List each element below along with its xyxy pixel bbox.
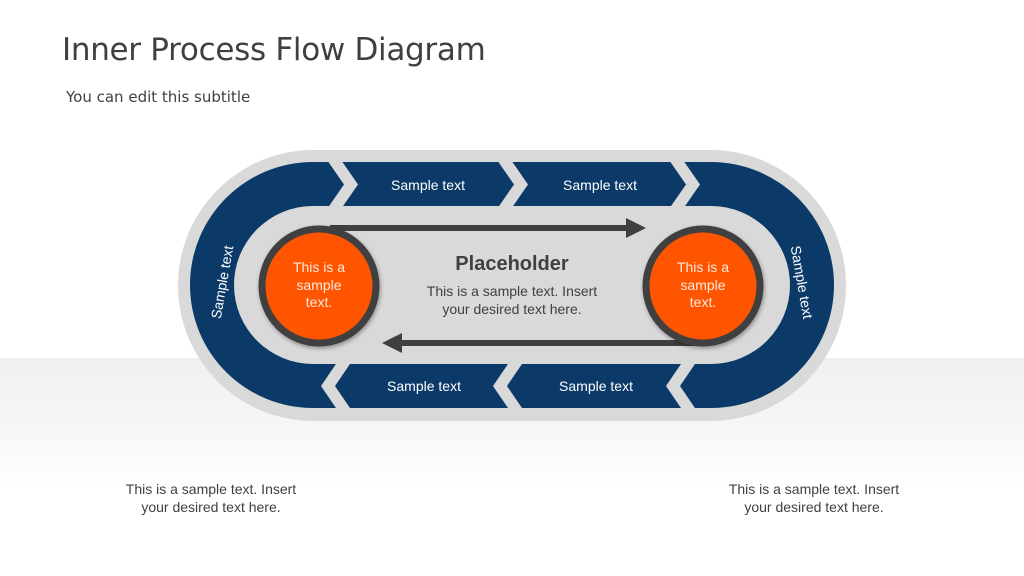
right-caption: This is a sample text. Insert your desir…: [694, 480, 934, 516]
center-heading: Placeholder: [455, 253, 569, 275]
right-caption-line-2: your desired text here.: [744, 499, 884, 515]
right-circle-text-line-2: sample: [680, 277, 725, 293]
bottom-step-label-1: Sample text: [387, 378, 461, 394]
center-body-line-1: This is a sample text. Insert: [427, 283, 598, 299]
left-circle-text-line-2: sample: [296, 277, 341, 293]
bottom-chevron-separator-2: [493, 361, 524, 411]
top-chevron-separator-1: [327, 160, 358, 209]
top-chevron-separator-2: [497, 160, 528, 209]
left-circle-text-line-3: text.: [306, 294, 332, 310]
left-circle-text-line-1: This is a: [293, 259, 345, 275]
left-caption-line-1: This is a sample text. Insert: [125, 481, 297, 497]
center-body-line-2: your desired text here.: [442, 301, 581, 317]
bottom-step-label-2: Sample text: [559, 378, 633, 394]
right-circle-text-line-1: This is a: [677, 259, 729, 275]
right-process-circle: [642, 225, 764, 347]
bottom-chevron-separator-1: [321, 361, 352, 411]
slide-subtitle: You can edit this subtitle: [66, 88, 251, 106]
navy-track: [190, 162, 834, 408]
top-step-label-1: Sample text: [391, 177, 465, 193]
bottom-chevron-separator-3: [666, 361, 697, 411]
outer-pill: [178, 150, 846, 421]
left-caption-line-2: your desired text here.: [141, 499, 281, 515]
left-process-circle: [258, 225, 380, 347]
top-chevron-separator-3: [669, 160, 700, 209]
left-caption: This is a sample text. Insert your desir…: [91, 480, 331, 516]
forward-arrow-head: [626, 218, 646, 238]
slide-title: Inner Process Flow Diagram: [62, 32, 486, 68]
right-circle-text-line-3: text.: [690, 294, 716, 310]
return-arrow-head: [382, 333, 402, 353]
top-step-label-2: Sample text: [563, 177, 637, 193]
right-caption-line-1: This is a sample text. Insert: [728, 481, 900, 497]
